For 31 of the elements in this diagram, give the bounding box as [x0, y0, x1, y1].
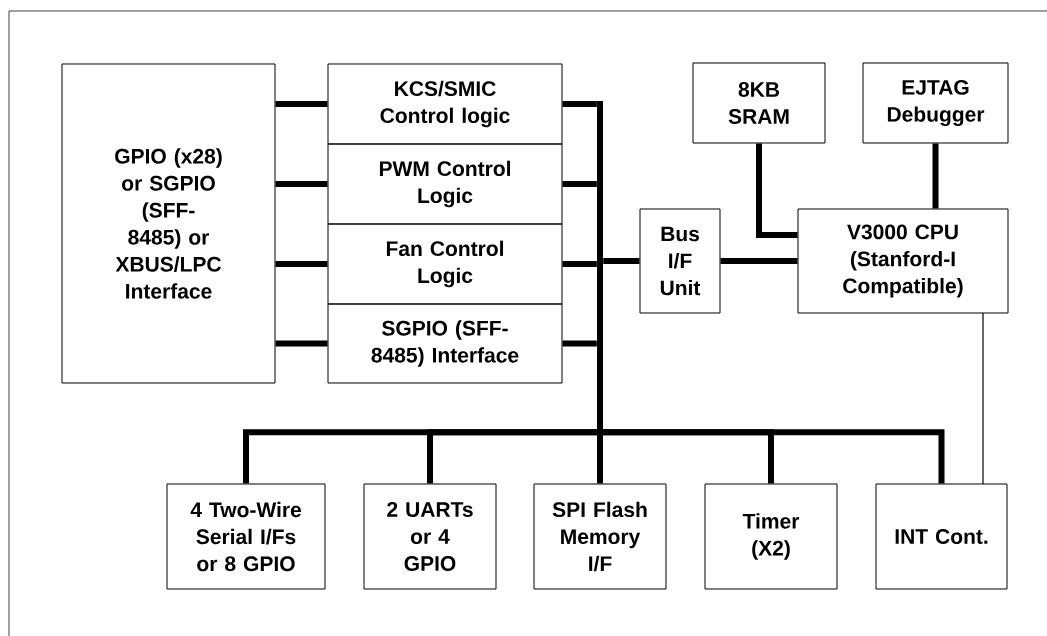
- block-box: 8KB SRAM: [692, 62, 826, 144]
- block-box: 4 Two-Wire Serial I/Fs or 8 GPIO: [166, 483, 326, 590]
- block-box: SGPIO (SFF-8485) Interface: [327, 303, 563, 384]
- connector-line: [982, 312, 984, 485]
- connector-line: [720, 258, 798, 264]
- block-box: SPI Flash Memory I/F: [533, 483, 667, 590]
- connector-line: [562, 340, 597, 347]
- block-box: PWM Control Logic: [327, 143, 563, 225]
- connector-line: [275, 101, 328, 107]
- block-box: Timer (X2): [704, 483, 838, 590]
- connector-line: [275, 181, 328, 187]
- block-box: Fan Control Logic: [327, 223, 563, 305]
- block-box: INT Cont.: [875, 483, 1008, 590]
- connector-line: [603, 258, 640, 264]
- connector-line: [562, 181, 597, 187]
- block-box: V3000 CPU (Stanford-I Compatible): [797, 208, 1009, 314]
- block-box: 2 UARTs or 4 GPIO: [363, 483, 497, 590]
- connector-line: [562, 101, 597, 107]
- bus-bar: [597, 101, 603, 432]
- block-box: GPIO (x28) or SGPIO (SFF-8485) or XBUS/LPC Interface: [61, 63, 276, 384]
- connector-line: [756, 143, 798, 238]
- connector-line: [562, 261, 597, 267]
- block-box: KCS/SMIC Control logic: [327, 63, 563, 145]
- connector-line: [600, 429, 945, 484]
- block-box: Bus I/F Unit: [639, 208, 721, 314]
- connector-line: [932, 143, 939, 209]
- connector-line: [275, 261, 328, 267]
- connector-line: [427, 429, 600, 484]
- block-box: EJTAG Debugger: [862, 62, 1009, 144]
- connector-line: [597, 432, 603, 484]
- connector-line: [275, 340, 328, 347]
